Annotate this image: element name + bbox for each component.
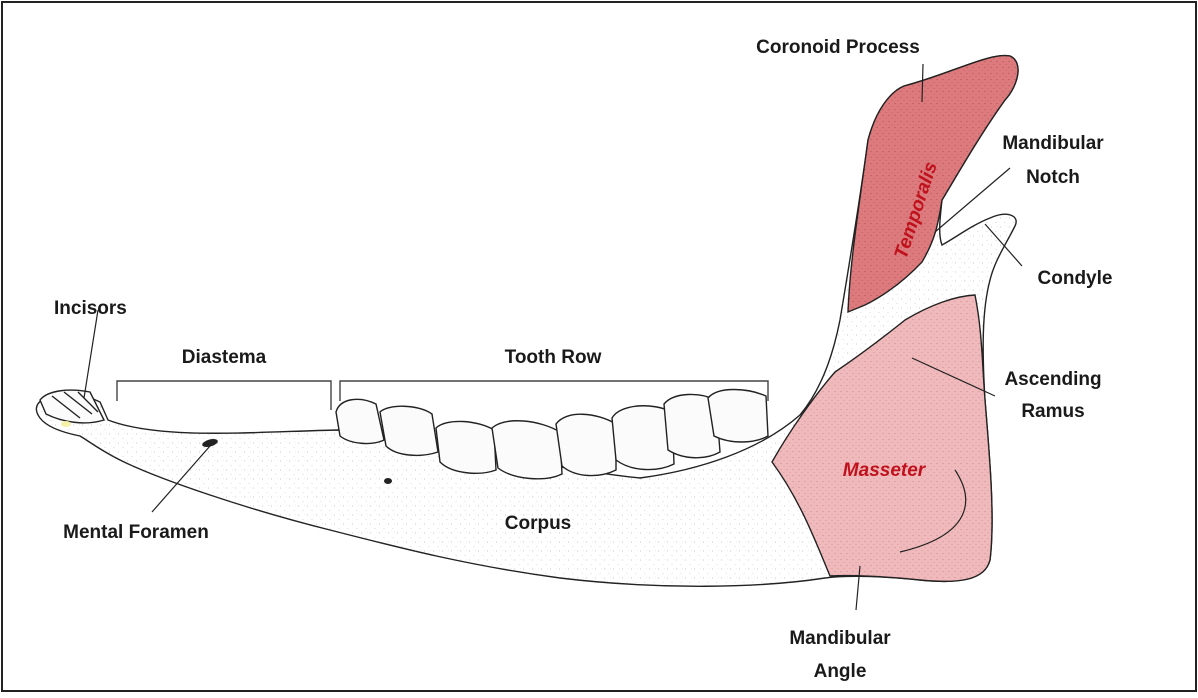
label-mandibular-notch-line2: Notch xyxy=(1026,167,1080,188)
label-mental-foramen: Mental Foramen xyxy=(63,522,209,543)
label-ascending-ramus-line2: Ramus xyxy=(1021,401,1084,422)
label-ascending-ramus-line1: Ascending xyxy=(1004,369,1101,390)
label-condyle: Condyle xyxy=(1038,268,1113,289)
label-coronoid-process: Coronoid Process xyxy=(756,37,920,58)
label-mandibular-angle-line2: Angle xyxy=(814,661,867,682)
label-diastema: Diastema xyxy=(182,347,267,368)
label-incisors: Incisors xyxy=(54,298,127,319)
minor-foramen-hole xyxy=(384,478,392,484)
label-tooth-row: Tooth Row xyxy=(505,347,602,368)
label-corpus: Corpus xyxy=(505,513,572,534)
label-masseter: Masseter xyxy=(843,460,927,481)
label-mandibular-angle-line1: Mandibular xyxy=(789,628,891,649)
label-mandibular-notch-line1: Mandibular xyxy=(1002,133,1104,154)
